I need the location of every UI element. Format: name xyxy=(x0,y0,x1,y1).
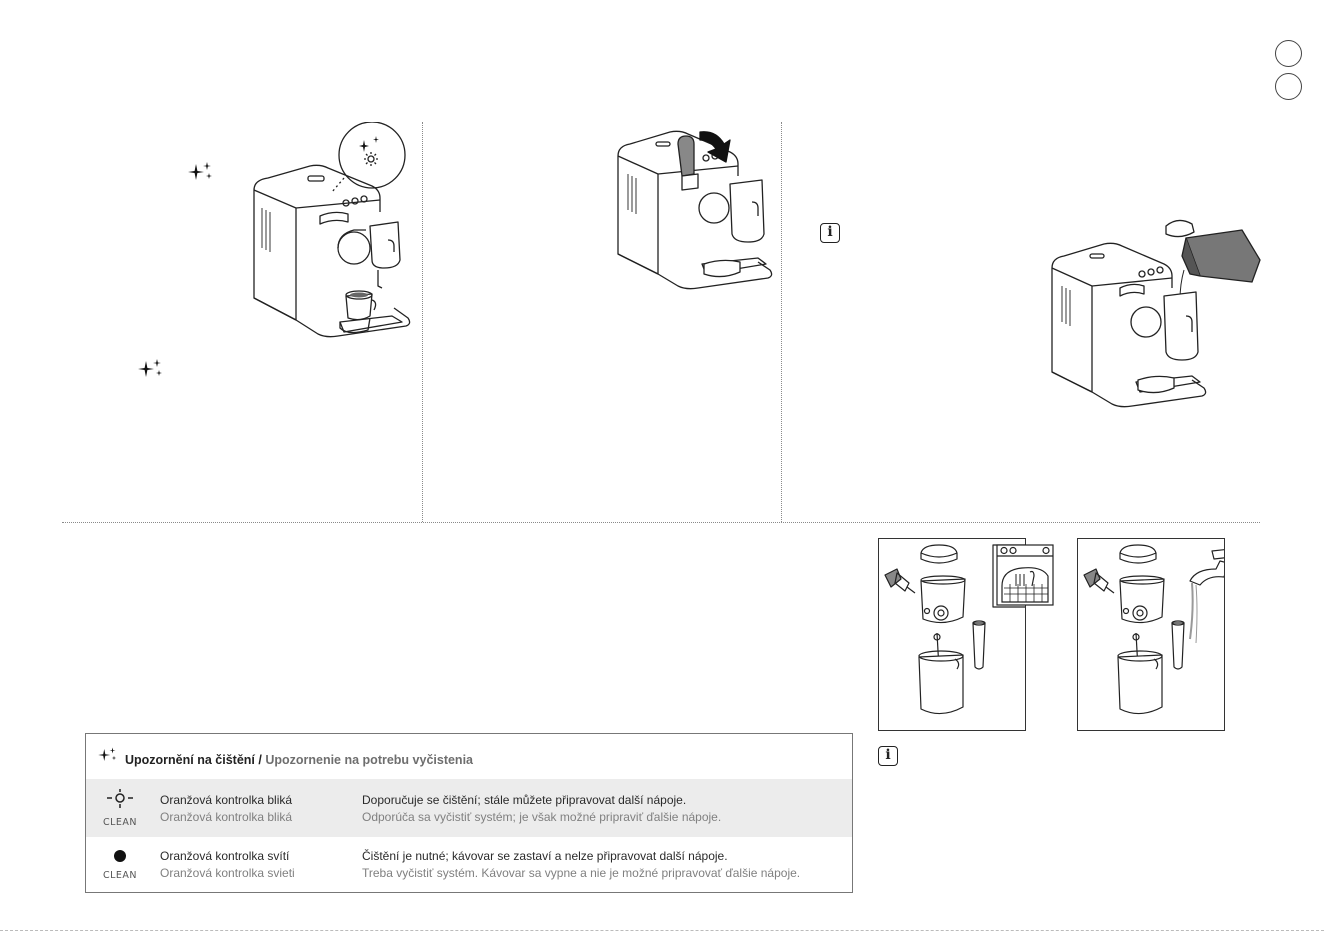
language-marker-circle-bottom xyxy=(1275,73,1302,100)
description-cz: Doporučuje se čištění; stále můžete přip… xyxy=(362,793,687,807)
description-cz: Čištění je nutné; kávovar se zastaví a n… xyxy=(362,849,728,863)
tap-rinse-illustration xyxy=(1083,544,1233,715)
status-cz: Oranžová kontrolka bliká xyxy=(160,793,293,807)
sparkle-icon xyxy=(138,359,162,377)
description-sk: Treba vyčistiť systém. Kávovar sa vypne … xyxy=(362,866,801,880)
machine-with-cup-illustration xyxy=(253,122,411,338)
steady-lamp-icon xyxy=(114,850,126,862)
page-bottom-rule xyxy=(0,930,1324,931)
table-row-blinking: CLEAN Oranžová kontrolka bliká Oranžová … xyxy=(86,779,852,837)
panel-divider-1 xyxy=(422,122,423,522)
table-title: Upozornění na čištění / Upozornenie na p… xyxy=(125,753,473,767)
table-title-cz: Upozornění na čištění xyxy=(125,753,255,767)
description-sk: Odporúča sa vyčistiť systém; je však mož… xyxy=(362,810,722,824)
machine-pouring-milk-illustration xyxy=(1051,219,1261,408)
info-icon: i xyxy=(820,223,840,243)
blinking-lamp-icon xyxy=(107,789,133,808)
machine-lever-illustration xyxy=(617,130,773,290)
lamp-label: CLEAN xyxy=(102,870,138,881)
status-cz: Oranžová kontrolka svítí xyxy=(160,849,290,863)
clean-alert-table: Upozornění na čištění / Upozornenie na p… xyxy=(85,733,853,893)
table-title-sk: Upozornenie na potrebu vyčistenia xyxy=(265,753,473,767)
status-sk: Oranžová kontrolka bliká xyxy=(160,810,293,824)
dishwasher-icon xyxy=(996,544,1054,606)
lamp-label: CLEAN xyxy=(102,817,138,828)
table-row-steady: CLEAN Oranžová kontrolka svítí Oranžová … xyxy=(86,837,852,895)
table-title-separator: / xyxy=(254,753,266,767)
panel-divider-2 xyxy=(781,122,782,522)
status-sk: Oranžová kontrolka svieti xyxy=(160,866,295,880)
section-divider xyxy=(62,522,1260,523)
tap-rinse-cleaning-box xyxy=(1077,538,1233,731)
language-marker-circle-top xyxy=(1275,40,1302,67)
info-icon: i xyxy=(878,746,898,766)
sparkle-icon xyxy=(98,747,117,761)
sparkle-icon xyxy=(188,162,212,180)
